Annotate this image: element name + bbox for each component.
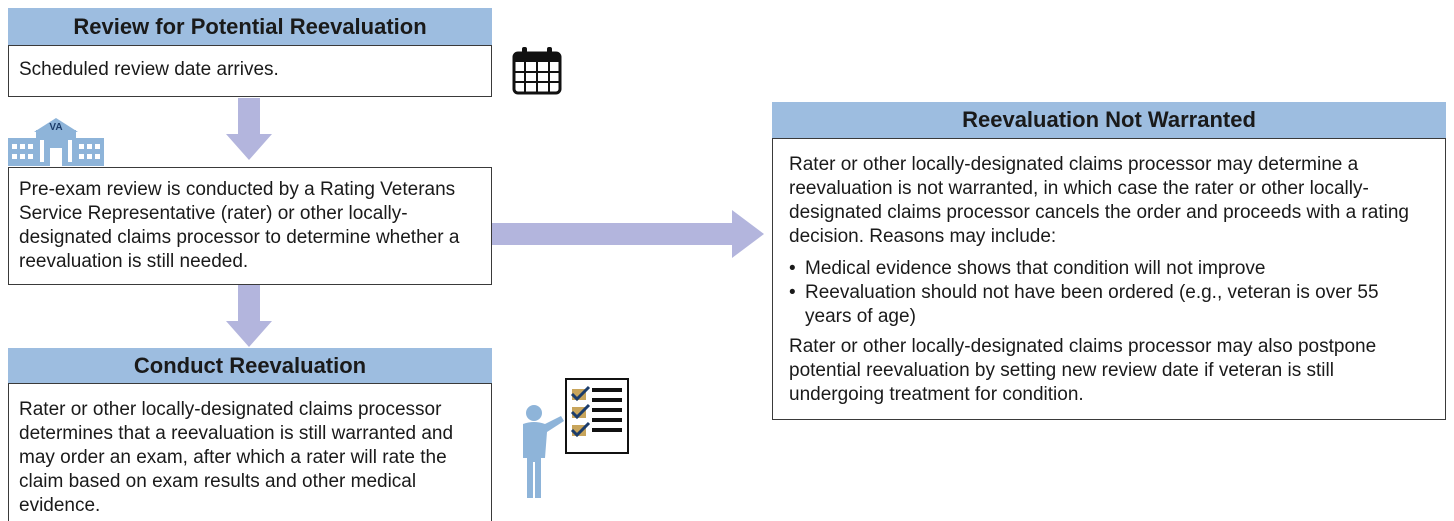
calendar-icon [512, 47, 562, 95]
postpone-text: Rater or other locally-designated claims… [789, 336, 1377, 405]
not-warranted-box: Rater or other locally-designated claims… [772, 138, 1446, 420]
reason-item: Medical evidence shows that condition wi… [789, 257, 1429, 281]
va-building-icon: VA [8, 118, 104, 166]
not-warranted-header-title: Reevaluation Not Warranted [962, 107, 1256, 132]
scheduled-text: Scheduled review date arrives. [19, 59, 279, 80]
right-arrow [492, 210, 764, 258]
conduct-box: Rater or other locally-designated claims… [8, 383, 492, 521]
conduct-header: Conduct Reevaluation [8, 348, 492, 383]
reasons-list: Medical evidence shows that condition wi… [789, 257, 1429, 329]
person-checklist-icon [523, 378, 629, 498]
reason-item: Reevaluation should not have been ordere… [789, 281, 1429, 329]
preexam-box: Pre-exam review is conducted by a Rating… [8, 167, 492, 285]
not-warranted-header: Reevaluation Not Warranted [772, 102, 1446, 138]
review-header-title: Review for Potential Reevaluation [73, 13, 427, 39]
va-sign: VA [49, 122, 62, 133]
preexam-text: Pre-exam review is conducted by a Rating… [19, 179, 460, 272]
conduct-header-title: Conduct Reevaluation [133, 352, 367, 378]
down-arrow-1 [226, 98, 272, 160]
down-arrow-2 [226, 285, 272, 347]
not-warranted-intro: Rater or other locally-designated claims… [789, 154, 1409, 247]
scheduled-box: Scheduled review date arrives. [8, 45, 492, 97]
conduct-text: Rater or other locally-designated claims… [19, 399, 454, 516]
review-header: Review for Potential Reevaluation [8, 8, 492, 45]
